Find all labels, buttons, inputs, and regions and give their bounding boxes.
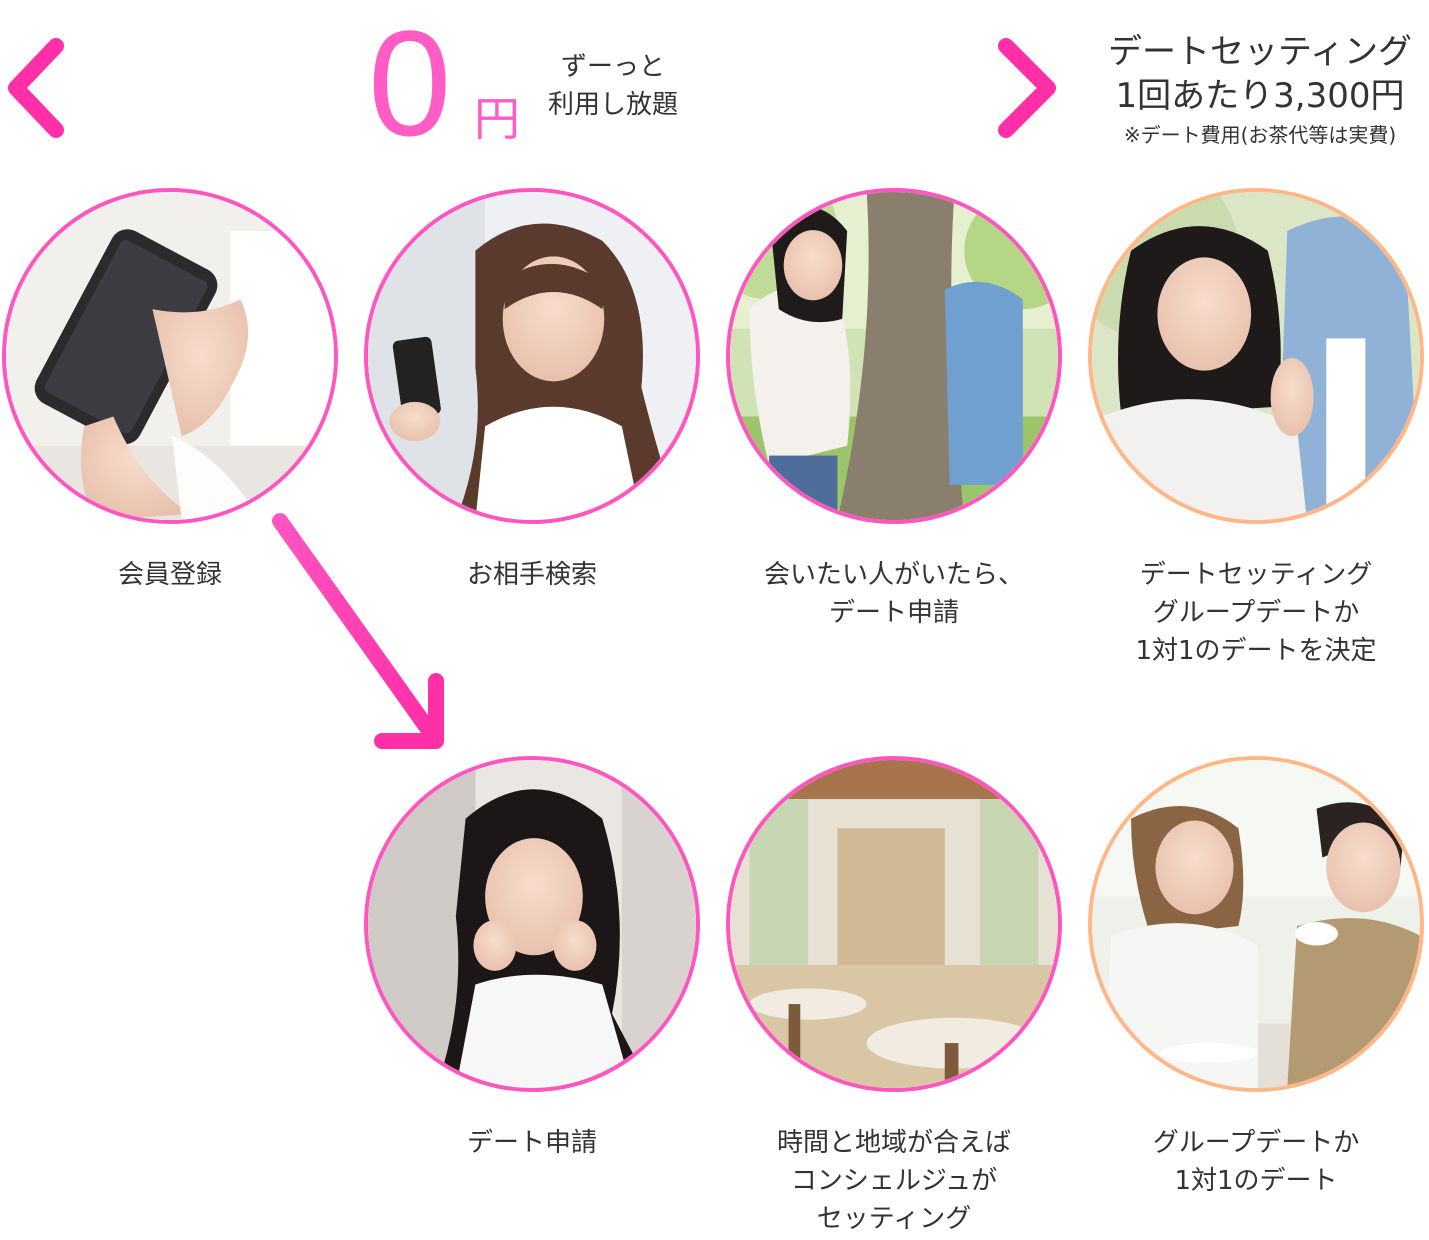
step-label-partner-search: お相手検索 — [466, 560, 597, 590]
yen-unit: 円 — [474, 92, 520, 146]
date-setting-price: デートセッティング 1回あたり3,300円 — [1108, 32, 1412, 116]
diagonal-arrow-icon — [272, 513, 444, 749]
photo-group-date — [1088, 756, 1424, 1092]
step-label-date-request-2: デート申請 — [466, 1128, 597, 1158]
free-use-text: ずーっと 利用し放題 — [547, 52, 678, 120]
photo-member-registration — [2, 188, 338, 524]
left-arrow-icon — [8, 38, 342, 138]
step-label-date-request: 会いたい人がいたら、 デート申請 — [763, 560, 1024, 628]
zero-price: 0 — [368, 0, 452, 167]
step-label-group-or-single-date: グループデートか 1対1のデート — [1152, 1128, 1360, 1196]
photo-date-request-tree — [726, 188, 1062, 524]
date-cost-note: ※デート費用(お茶代等は実費) — [1123, 123, 1397, 147]
photo-date-request-woman — [364, 756, 700, 1092]
photo-date-setting-couple — [1088, 188, 1424, 524]
photo-cafe-interior — [726, 756, 1062, 1092]
step-label-concierge-setting: 時間と地域が合えば コンシェルジュが セッティング — [776, 1128, 1011, 1234]
step-label-member-registration: 会員登録 — [117, 560, 222, 590]
right-arrow-icon — [720, 38, 1056, 138]
photo-partner-search — [364, 188, 700, 524]
step-label-date-setting: デートセッティング グループデートか 1対1のデートを決定 — [1135, 560, 1377, 666]
